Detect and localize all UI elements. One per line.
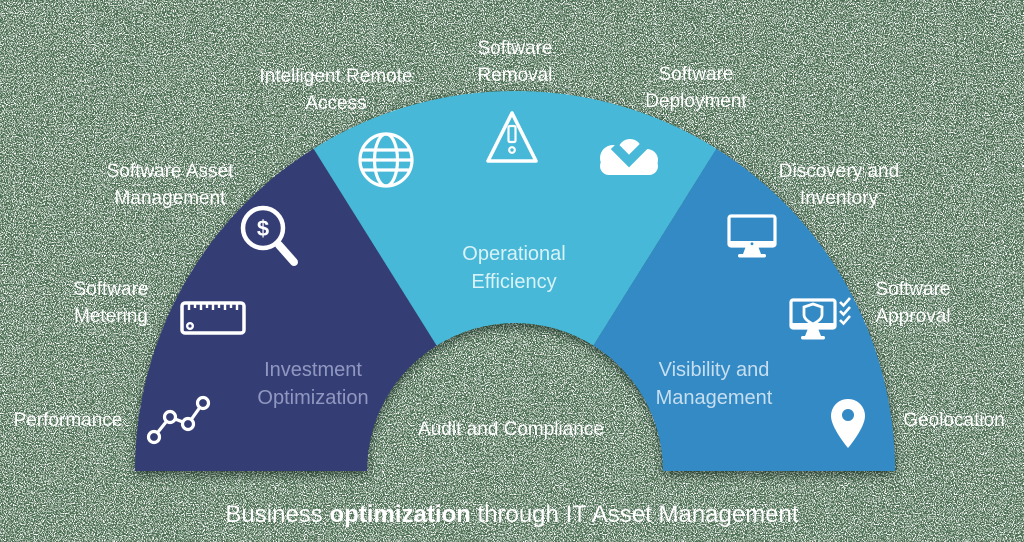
segment-investment-optimization	[135, 148, 437, 471]
trend-line-icon	[146, 395, 211, 445]
cloud-download-icon	[600, 139, 658, 175]
label-performance: Performance	[13, 410, 123, 431]
segment-title-visibility-and-management: Visibility and Management	[655, 359, 773, 409]
warning-triangle-icon	[486, 111, 538, 163]
segment-visibility-and-management	[593, 148, 895, 471]
caption-suffix: through IT Asset Management	[470, 501, 799, 528]
segment-title-operational-efficiency: Operational Efficiency	[462, 243, 566, 293]
globe-icon	[358, 132, 414, 188]
monitor-icon	[727, 214, 777, 258]
label-software-metering: Software Metering	[73, 279, 149, 327]
map-pin-icon	[831, 399, 865, 448]
segment-title-investment-optimization: Investment Optimization	[257, 359, 369, 409]
caption-bold-word: optimization	[329, 501, 471, 528]
label-intelligent-remote-access: Intelligent Remote Access	[259, 66, 413, 114]
caption-prefix: Business	[225, 501, 330, 528]
label-software-deployment: Software Deployment	[645, 64, 747, 112]
search-dollar-icon: $	[240, 205, 298, 266]
caption: Business optimization through IT Asset M…	[0, 501, 1024, 529]
ruler-icon	[180, 301, 246, 335]
label-software-asset-management: Software Asset Management	[106, 161, 234, 209]
label-geolocation: Geolocation	[903, 410, 1005, 431]
label-software-approval: Software Approval	[875, 279, 951, 327]
label-software-removal: Software Removal	[477, 38, 553, 86]
shield-monitor-checklist-icon	[789, 297, 851, 340]
label-audit-and-compliance: Audit and Compliance	[418, 419, 604, 440]
label-discovery-and-inventory: Discovery and Inventory	[778, 161, 900, 209]
svg-text:$: $	[257, 216, 269, 241]
